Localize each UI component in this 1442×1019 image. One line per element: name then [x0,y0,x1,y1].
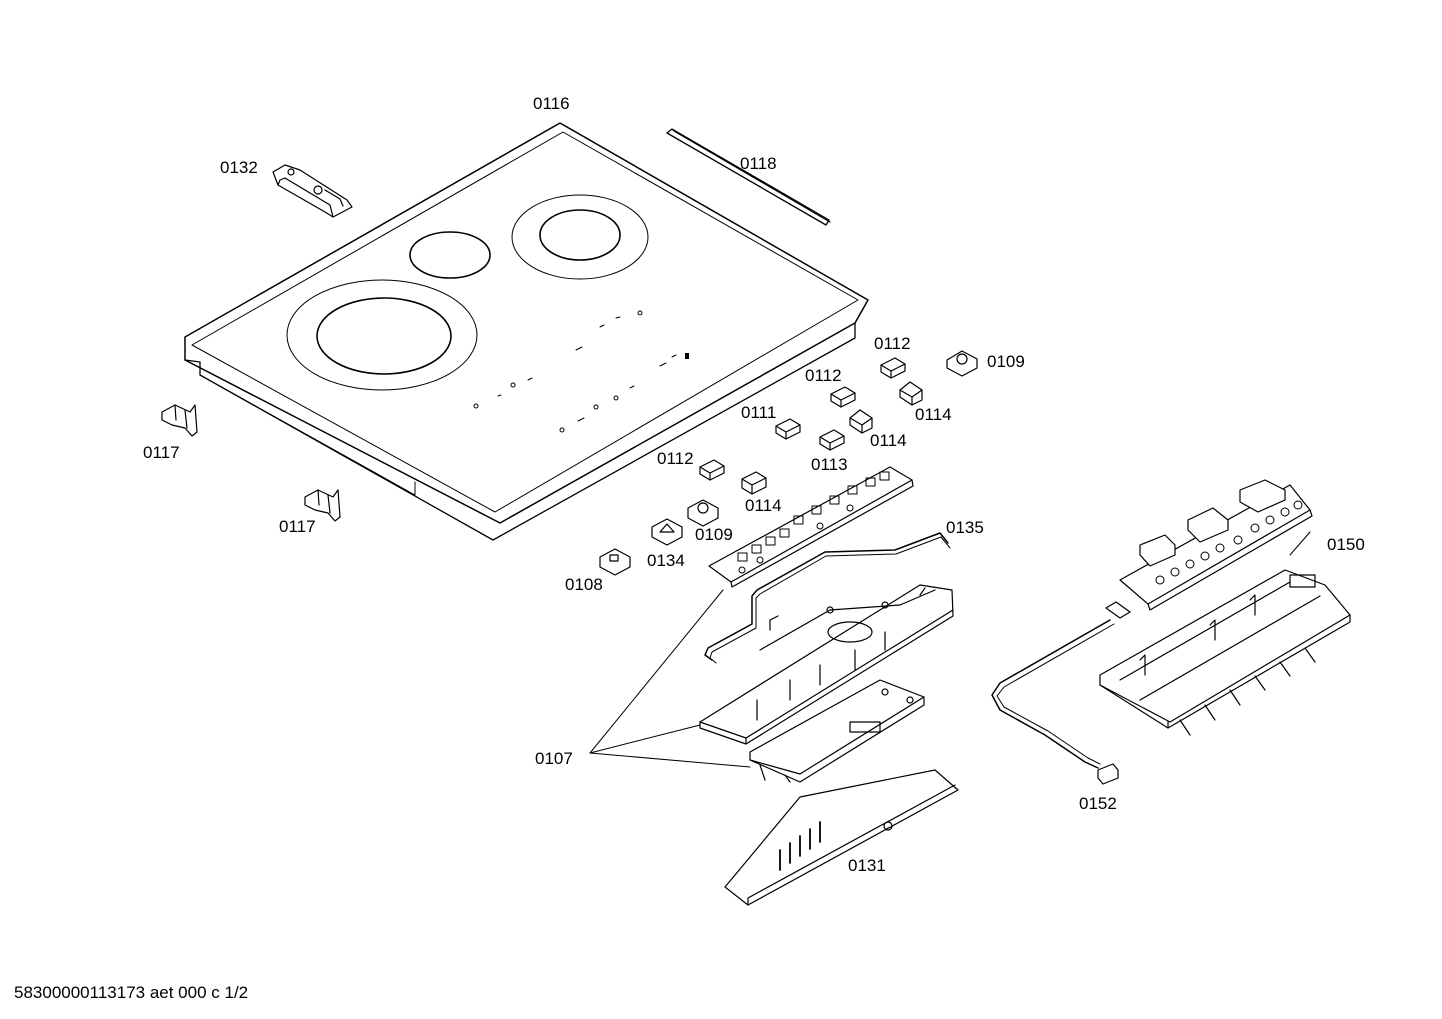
cooktop-glass-panel [184,122,869,541]
right-control-board [1119,479,1313,611]
callout-0152: 0152 [1079,794,1117,813]
lower-cover-tray [724,769,959,906]
sealing-strip [666,128,831,226]
power-circuit-board [749,679,925,783]
callout-0108: 0108 [565,575,603,594]
callout-0109-low: 0109 [695,525,733,544]
callout-0113: 0113 [811,455,848,474]
callout-0132: 0132 [220,158,258,177]
callout-0112-mid: 0112 [805,366,842,385]
callout-0112-low: 0112 [657,449,694,468]
callout-0117-left: 0117 [143,443,180,462]
clip-right [304,489,341,522]
callout-0114-top: 0114 [915,405,952,424]
callout-0112-top: 0112 [874,334,911,353]
callout-0107: 0107 [535,749,573,768]
button-caps [599,350,978,576]
control-keypad-board [708,466,914,588]
clip-left [161,404,198,437]
callout-0111: 0111 [741,403,777,422]
callout-0109-top: 0109 [987,352,1025,371]
ribbon-cable [991,601,1131,785]
leader-lines [589,531,1311,768]
callout-0118: 0118 [740,154,777,173]
wire-harness [704,532,951,664]
callout-0114-low: 0114 [745,496,782,515]
drawing-reference-footer: 58300000113173 aet 000 c 1/2 [14,983,249,1002]
callout-0131: 0131 [848,856,886,875]
mounting-bracket [272,164,353,218]
right-board-housing [1099,569,1351,736]
control-housing-frame [699,584,954,745]
callout-0134: 0134 [647,551,685,570]
callout-0150: 0150 [1327,535,1365,554]
callout-0135: 0135 [946,518,984,537]
callout-0114-mid: 0114 [870,431,907,450]
callout-0117-right: 0117 [279,517,316,536]
callout-0116: 0116 [533,94,570,113]
